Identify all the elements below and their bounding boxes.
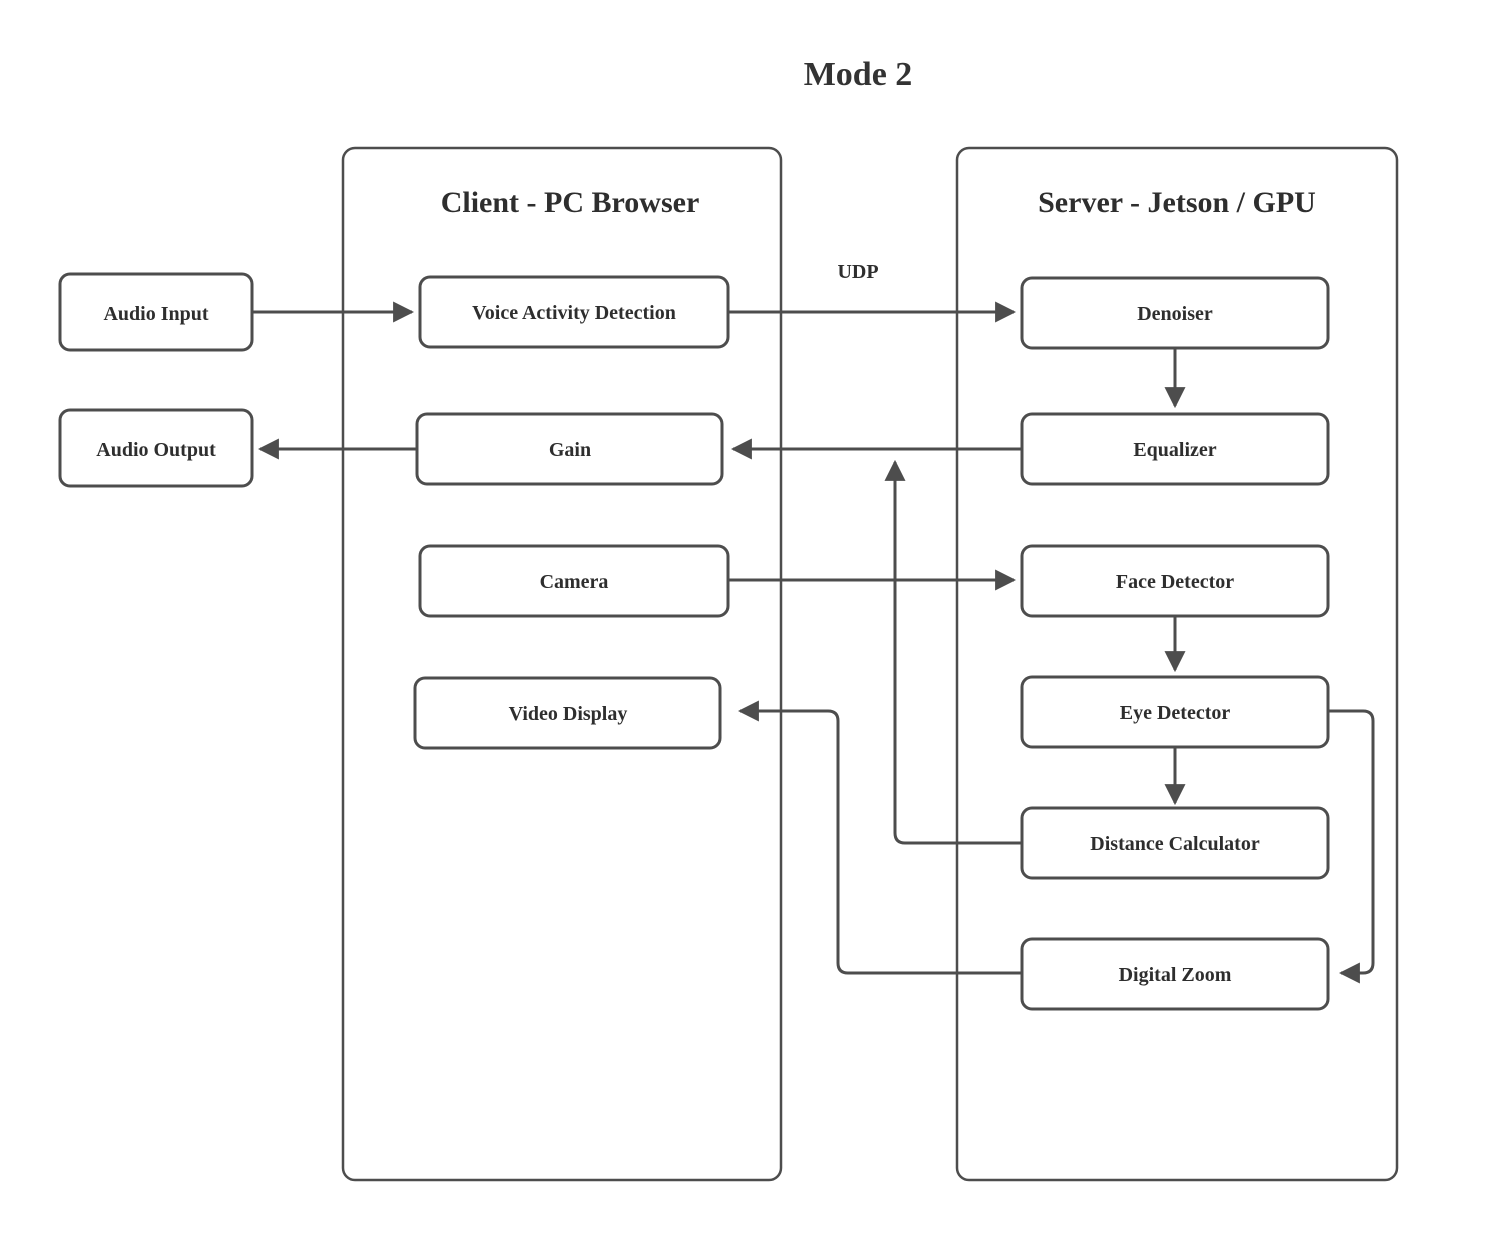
node-face-detector-box[interactable] [1020, 544, 1330, 618]
node-audio-input-label: Audio Input [103, 303, 208, 325]
node-gain-label: Gain [549, 439, 591, 461]
node-gain[interactable]: Gain [415, 412, 724, 486]
edge-digital-zoom-to-video-display [737, 700, 1022, 975]
node-camera-label: Camera [540, 571, 609, 593]
node-camera-box[interactable] [418, 544, 730, 618]
edge-label-udp: UDP [837, 261, 878, 283]
group-client-container [341, 146, 783, 1182]
node-equalizer[interactable]: Equalizer [1020, 412, 1330, 486]
node-distance-calculator-box[interactable] [1020, 806, 1330, 880]
edge-eye-detector-to-digital-zoom [1328, 709, 1375, 984]
group-client-title: Client - PC Browser [441, 186, 700, 219]
node-face-detector[interactable]: Face Detector [1020, 544, 1330, 618]
node-equalizer-label: Equalizer [1133, 439, 1216, 461]
node-audio-output-label: Audio Output [96, 439, 216, 461]
node-voice-activity-detection-label: Voice Activity Detection [472, 302, 676, 324]
node-eye-detector-box[interactable] [1020, 675, 1330, 749]
node-camera[interactable]: Camera [418, 544, 730, 618]
node-denoiser-label: Denoiser [1137, 303, 1213, 325]
node-video-display[interactable]: Video Display [413, 676, 722, 750]
node-voice-activity-detection-box[interactable] [418, 275, 730, 349]
node-eye-detector[interactable]: Eye Detector [1020, 675, 1330, 749]
node-audio-output[interactable]: Audio Output [58, 408, 254, 488]
node-video-display-box[interactable] [413, 676, 722, 750]
diagram-title: Mode 2 [804, 56, 913, 93]
node-distance-calculator-label: Distance Calculator [1090, 833, 1260, 855]
node-digital-zoom-box[interactable] [1020, 937, 1330, 1011]
edge-distance-calculator-to-gain [884, 459, 1022, 845]
node-voice-activity-detection[interactable]: Voice Activity Detection [418, 275, 730, 349]
node-denoiser[interactable]: Denoiser [1020, 276, 1330, 350]
node-distance-calculator[interactable]: Distance Calculator [1020, 806, 1330, 880]
node-denoiser-box[interactable] [1020, 276, 1330, 350]
node-audio-input-box[interactable] [58, 272, 254, 352]
node-audio-output-box[interactable] [58, 408, 254, 488]
node-eye-detector-label: Eye Detector [1120, 702, 1231, 724]
node-face-detector-label: Face Detector [1116, 571, 1234, 593]
group-server-title: Server - Jetson / GPU [1038, 186, 1316, 219]
node-equalizer-box[interactable] [1020, 412, 1330, 486]
node-video-display-label: Video Display [509, 703, 628, 725]
node-audio-input[interactable]: Audio Input [58, 272, 254, 352]
node-digital-zoom[interactable]: Digital Zoom [1020, 937, 1330, 1011]
node-digital-zoom-label: Digital Zoom [1119, 964, 1232, 986]
node-gain-box[interactable] [415, 412, 724, 486]
